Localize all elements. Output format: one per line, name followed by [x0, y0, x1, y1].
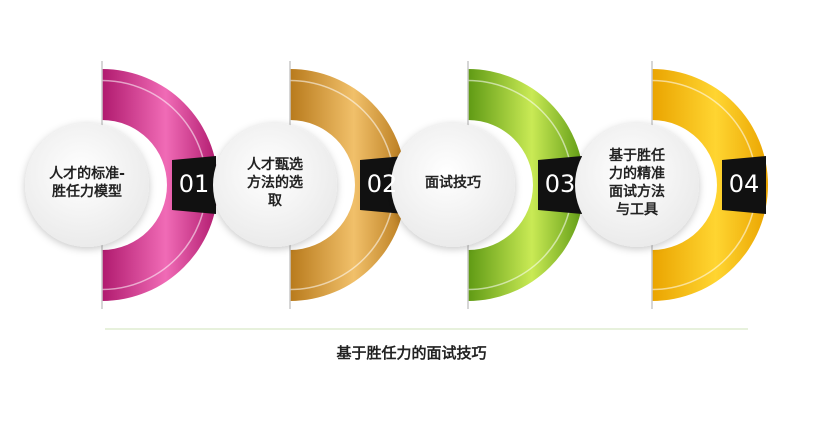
step-04 [575, 61, 768, 309]
label-circle [391, 123, 515, 247]
step-label-02: 人才甄选 方法的选 取 [247, 157, 303, 209]
number-tab [538, 156, 582, 214]
diagram-title: 基于胜任力的面试技巧 [336, 344, 487, 362]
step-number-03: 03 [544, 170, 576, 198]
number-tab [172, 156, 216, 214]
step-label-03: 面试技巧 [425, 175, 481, 191]
step-03 [391, 61, 584, 309]
step-label-01: 人才的标准- 胜任力模型 [49, 166, 125, 200]
number-tab [722, 156, 766, 214]
step-number-01: 01 [178, 170, 210, 198]
label-circle [213, 123, 337, 247]
label-circle [575, 123, 699, 247]
step-number-02: 02 [366, 170, 398, 198]
label-circle [25, 123, 149, 247]
step-number-04: 04 [728, 170, 760, 198]
step-label-04: 基于胜任 力的精准 面试方法 与工具 [609, 148, 665, 218]
step-01 [25, 61, 218, 309]
